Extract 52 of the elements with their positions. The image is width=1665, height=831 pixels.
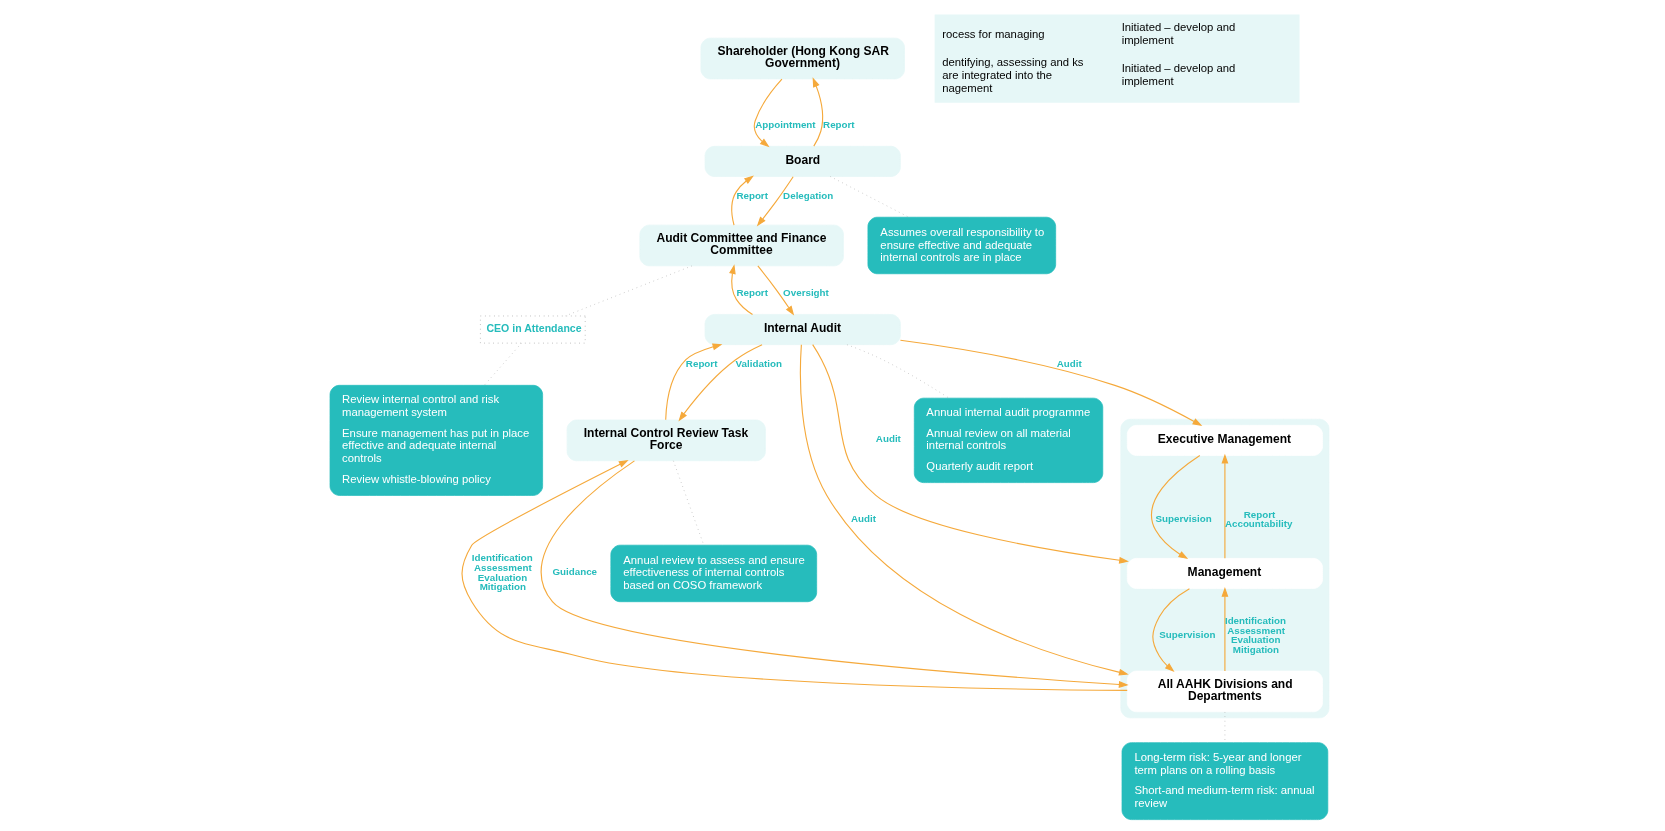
node-box: Assumes overall responsibility to ensure effective and adequate internal controls are in place [867, 216, 1057, 275]
edge-label: Report [685, 357, 718, 369]
arrow [729, 264, 754, 315]
node-box: Review internal control and risk management system Ensure management has put in place effective and adequate internal controls Review whistle-blowing policy [329, 384, 543, 496]
edge-label: Identification Assessment Evaluation Mitigation [471, 551, 533, 593]
edge-label: Delegation [783, 189, 834, 201]
arrow [753, 78, 783, 148]
arrow [756, 176, 794, 227]
label: Initiated – develop and implement [1121, 62, 1236, 88]
arrow [757, 265, 795, 316]
edge-label: Supervision [1155, 513, 1212, 525]
arrow [665, 343, 723, 421]
node-box: CEO in Attendance [480, 315, 586, 344]
node-box: Shareholder (Hong Kong SAR Government) [700, 37, 905, 80]
edge-label: Audit [1056, 357, 1082, 369]
node-box: Long-term risk: 5-year and longer term plans on a rolling basis Short-and medium-term risk: annual review [1121, 742, 1329, 820]
arrow [1150, 455, 1201, 560]
arrow [799, 344, 1129, 676]
node-box: Management [1126, 558, 1323, 589]
edge-label: Audit [875, 433, 901, 445]
edge-label: Appointment [755, 118, 816, 130]
label: rocess for managing [942, 27, 1045, 40]
edge-label: Report [736, 286, 768, 298]
edge-label: Guidance [552, 566, 598, 578]
edge-label: Report [823, 118, 855, 130]
label: dentifying, assessing and ks are integrated into the nagement [942, 56, 1084, 94]
node-box: Annual review to assess and ensure effectiveness of internal controls based on COSO framework [610, 544, 818, 603]
arrow [731, 175, 754, 226]
label: Initiated – develop and implement [1121, 21, 1236, 47]
connector [483, 342, 522, 386]
connector [846, 344, 950, 399]
arrow [678, 344, 763, 422]
arrow [1221, 453, 1229, 559]
arrow [1152, 588, 1190, 672]
edge-label: Supervision [1159, 629, 1216, 641]
arrow [1221, 587, 1229, 672]
node-box: Executive Management [1126, 424, 1323, 456]
edge-label: Identification Assessment Evaluation Mitigation [1224, 614, 1286, 656]
arrow [812, 344, 1129, 564]
edge-label: Report Accountability [1224, 508, 1293, 530]
node-box: Annual internal audit programme Annual review on all material internal controls Quarterly audit report [913, 397, 1104, 483]
edge-label: Audit [850, 513, 876, 525]
arrow [899, 339, 1203, 427]
edge-label: Report [736, 189, 768, 201]
node-box: Internal Control Review Task Force [566, 419, 766, 462]
edge-label: Validation [735, 357, 782, 369]
arrow [812, 77, 824, 147]
node-box: Audit Committee and Finance Committee [639, 224, 844, 267]
edge-label: Oversight [783, 286, 829, 298]
node-box: Internal Audit [704, 314, 901, 345]
node-box: Board [704, 145, 901, 177]
node-box: All AAHK Divisions and Departments [1126, 670, 1323, 713]
